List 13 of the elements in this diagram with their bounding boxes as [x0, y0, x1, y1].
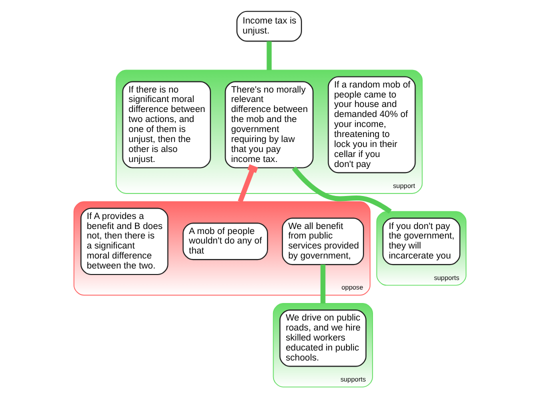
node-box: We drive on public roads, and we hire skilled workers educated in public schools. [279, 310, 366, 367]
node-box: If you don't pay the government, they will incarcerate you [382, 218, 460, 266]
node-box: If a random mob of people came to your house and demanded 40% of your income, threatening to lock you in their cellar if you don't pay [328, 76, 416, 174]
connector [266, 41, 272, 70]
node-box: If there is no significant moral difference between two actions, and one of them is unjust, then the other is also unjust. [122, 81, 211, 168]
node-box: There's no morally relevant difference between the mob and the government requiring by law that you pay income tax. [224, 81, 314, 168]
node-box: Income tax is unjust. [236, 10, 302, 42]
node-box: If A provides a benefit and B does not, then there is a significant moral difference between the two. [80, 208, 168, 276]
node-box: A mob of people wouldn't do any of that [182, 222, 268, 260]
connector [292, 166, 392, 214]
connector [320, 264, 326, 304]
node-box: We all benefit from public services provided by government, [282, 218, 364, 266]
connector [238, 164, 258, 203]
